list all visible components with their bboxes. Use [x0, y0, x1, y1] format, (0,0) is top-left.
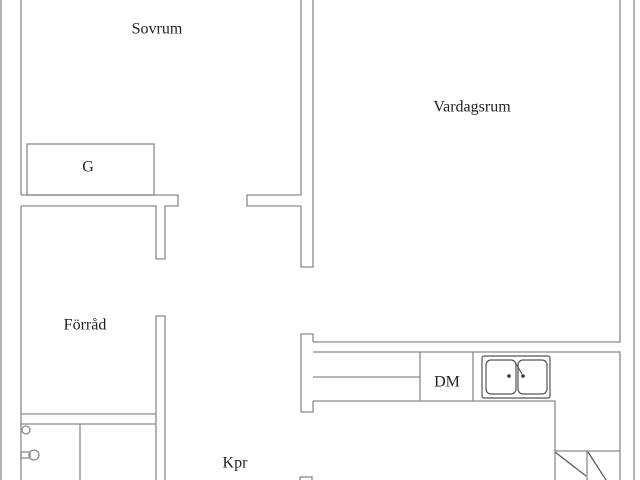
wall-stub-bottom	[299, 476, 313, 480]
sink-icon	[481, 355, 551, 399]
room-labels: Sovrum Vardagsrum G Förråd DM Kpr	[64, 21, 512, 472]
label-bedroom: Sovrum	[132, 21, 183, 38]
wall-bedroom-bottom	[21, 194, 179, 260]
stove-icon	[554, 450, 620, 480]
counter-top-edge	[313, 351, 621, 480]
label-kitchen: Kpr	[223, 455, 249, 472]
wall-storage-right	[155, 315, 166, 480]
faucet-icon	[20, 449, 40, 461]
wardrobe	[26, 143, 155, 196]
wardrobe-box	[26, 143, 155, 196]
label-storage: Förråd	[64, 317, 107, 334]
kitchen-counter	[313, 351, 621, 480]
counter-front-edge	[313, 400, 556, 480]
wall-stub-kitchen	[300, 333, 314, 413]
fixtures-bath	[20, 425, 40, 461]
drain-icon	[21, 425, 31, 435]
label-wardrobe: G	[82, 159, 94, 176]
wall-bedroom-right	[246, 0, 314, 268]
label-living-room: Vardagsrum	[433, 99, 511, 116]
label-dishwasher: DM	[434, 374, 460, 391]
wall-living-bottom	[313, 0, 621, 343]
